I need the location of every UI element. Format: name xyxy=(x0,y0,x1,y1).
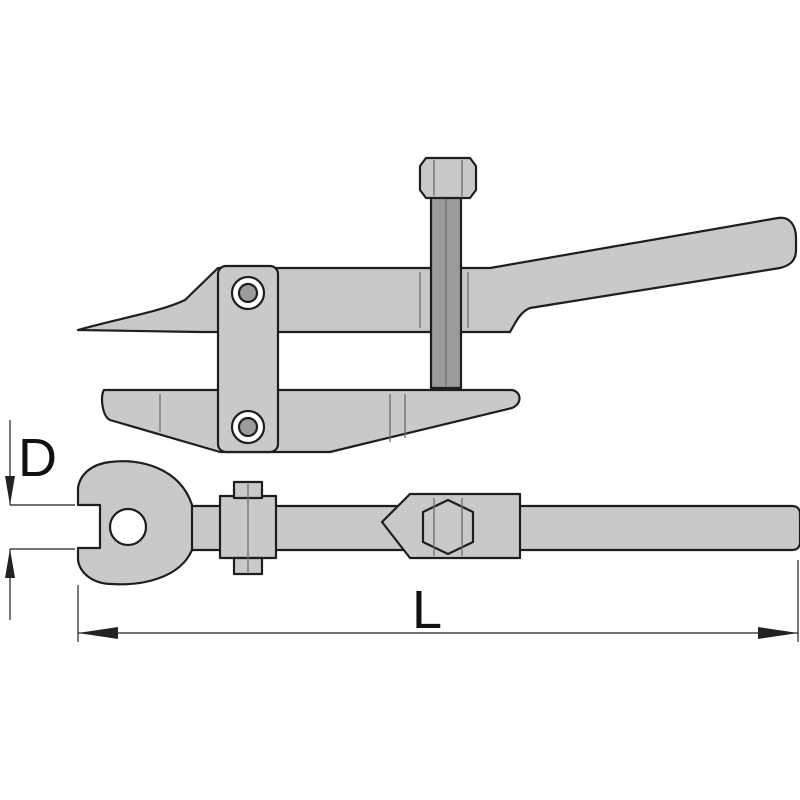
dimension-d xyxy=(5,420,75,620)
collar-hex-nut xyxy=(421,498,475,556)
link-bolt-upper xyxy=(230,275,266,311)
link-bolt-lower xyxy=(230,409,266,445)
dimension-d-label: D xyxy=(18,428,57,488)
side-link-plate xyxy=(216,264,280,454)
screw-hex-head xyxy=(418,156,478,200)
separator-side-view xyxy=(76,156,798,454)
fork-hole xyxy=(108,507,148,547)
lower-jaw xyxy=(100,388,521,454)
dimension-l-label: L xyxy=(412,580,442,640)
dimension-l xyxy=(77,560,799,642)
separator-top-view xyxy=(76,460,800,586)
